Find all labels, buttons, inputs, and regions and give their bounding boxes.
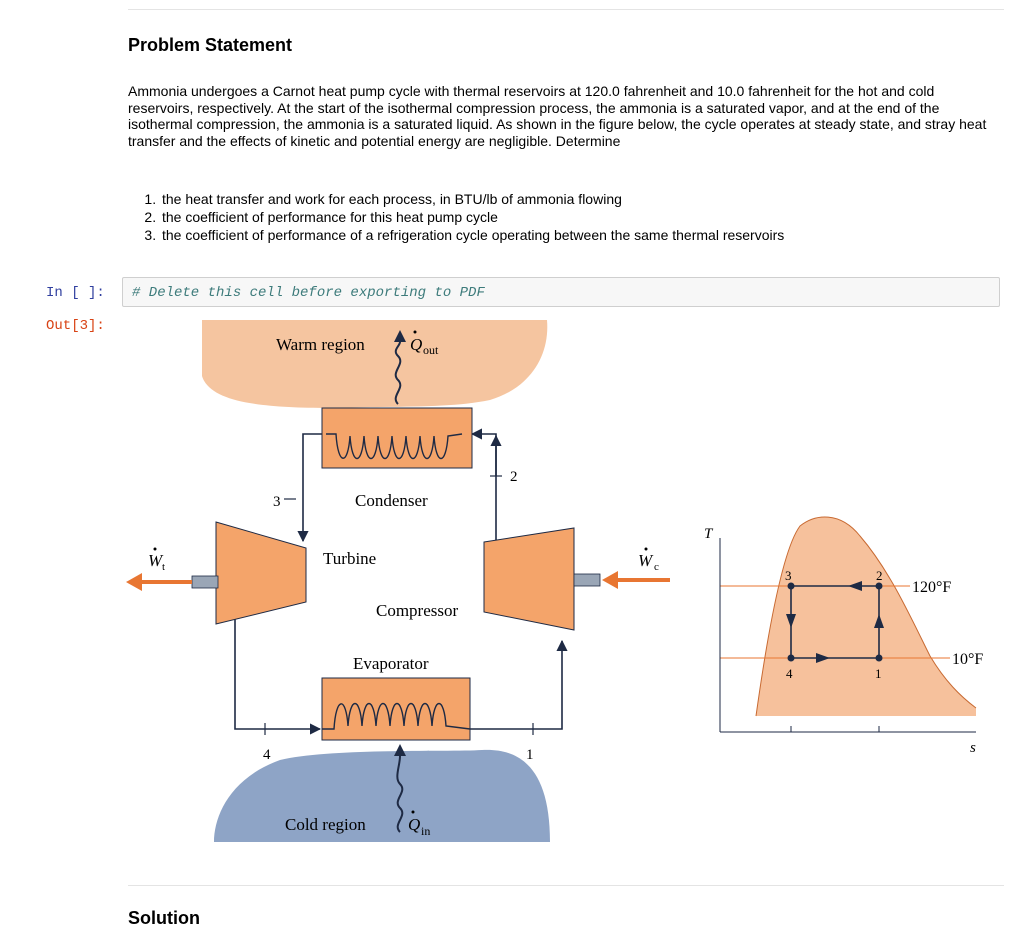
solution-heading: Solution — [128, 908, 200, 928]
state-1-label: 1 — [526, 747, 534, 763]
turbine-work-subscript: t — [162, 561, 165, 573]
q-in-arrowhead — [394, 744, 406, 756]
problem-statement: Ammonia undergoes a Carnot heat pump cyc… — [128, 83, 987, 149]
pipe-evaporator-to-compressor — [470, 639, 568, 730]
ts-arrow-3-4 — [786, 614, 796, 628]
compressor-work-arrowhead — [602, 571, 618, 589]
ts-state-1-label: 1 — [875, 666, 882, 681]
output-prompt: Out[3]: — [46, 318, 105, 334]
ts-state-3-label: 3 — [785, 568, 792, 583]
ts-arrow-1-2 — [874, 614, 884, 628]
turbine-work-arrowhead — [126, 573, 142, 591]
ts-cold-temp-label: 10°F — [952, 651, 983, 668]
ts-dome-outline — [755, 516, 977, 717]
q-out-dot — [413, 330, 417, 334]
pipe-compressor-to-condenser — [470, 428, 497, 541]
ts-axis-s-label: s — [970, 740, 976, 756]
compressor-work-label: W — [638, 551, 654, 570]
problem-heading: Problem Statement — [128, 35, 293, 55]
task-item: the coefficient of performance of a refr… — [160, 226, 1024, 244]
ts-state-4-label: 4 — [786, 666, 793, 681]
condenser-coil — [326, 433, 463, 459]
compressor-body — [483, 527, 575, 631]
q-in-subscript: in — [421, 824, 430, 838]
q-out-label: Q — [410, 335, 422, 354]
pipe-turbine-to-evaporator — [234, 606, 322, 735]
cold-region-shape — [214, 749, 550, 842]
ts-arrow-4-1 — [816, 653, 830, 663]
top-divider — [128, 9, 1004, 10]
bottom-divider — [128, 885, 1004, 886]
evaporator-coil — [322, 703, 471, 730]
q-out-arrowhead — [394, 330, 406, 342]
q-in-wiggle — [396, 755, 404, 833]
warm-region-label: Warm region — [276, 335, 365, 354]
cold-region-label: Cold region — [285, 815, 366, 834]
compressor-label: Compressor — [376, 601, 459, 620]
compressor-work-subscript: c — [654, 561, 659, 573]
ts-state-1-point — [875, 654, 883, 662]
state-4-label: 4 — [263, 747, 271, 763]
turbine-work-dot — [153, 547, 157, 551]
state-3-label: 3 — [273, 494, 281, 510]
task-item: the heat transfer and work for each proc… — [160, 190, 1024, 208]
code-comment[interactable]: # Delete this cell before exporting to P… — [132, 285, 485, 301]
task-item: the coefficient of performance for this … — [160, 208, 1024, 226]
evaporator-label: Evaporator — [353, 654, 429, 673]
ts-arrow-2-3 — [848, 581, 862, 591]
q-out-subscript: out — [423, 343, 439, 357]
q-out-wiggle — [394, 341, 402, 405]
ts-state-2-label: 2 — [876, 568, 883, 583]
ts-state-3-point — [787, 582, 795, 590]
turbine-label: Turbine — [323, 549, 376, 568]
ts-state-2-point — [875, 582, 883, 590]
pipe-condenser-to-turbine — [297, 433, 322, 543]
state-2-label: 2 — [510, 469, 518, 485]
compressor-work-dot — [644, 547, 648, 551]
task-list: the heat transfer and work for each proc… — [128, 190, 1024, 244]
condenser-label: Condenser — [355, 491, 428, 510]
condenser-box — [321, 407, 473, 469]
warm-region-shape — [202, 320, 548, 408]
turbine-shaft — [191, 575, 219, 589]
ts-axis-t-label: T — [704, 526, 714, 542]
ts-saturation-dome — [756, 516, 976, 716]
turbine-body — [215, 521, 307, 625]
ts-hot-temp-label: 120°F — [912, 579, 951, 596]
code-cell[interactable]: # Delete this cell before exporting to P… — [122, 277, 1000, 307]
q-in-dot — [411, 810, 415, 814]
input-prompt: In [ ]: — [46, 285, 105, 301]
heat-pump-figure: Warm region Q out Condenser Turbine Comp… — [126, 320, 983, 842]
ts-state-4-point — [787, 654, 795, 662]
evaporator-box — [321, 677, 471, 741]
q-in-label: Q — [408, 815, 420, 834]
turbine-work-label: W — [148, 551, 164, 570]
compressor-shaft — [573, 573, 601, 587]
ts-diagram: T s 120°F 10°F 3 2 4 1 — [704, 516, 983, 756]
